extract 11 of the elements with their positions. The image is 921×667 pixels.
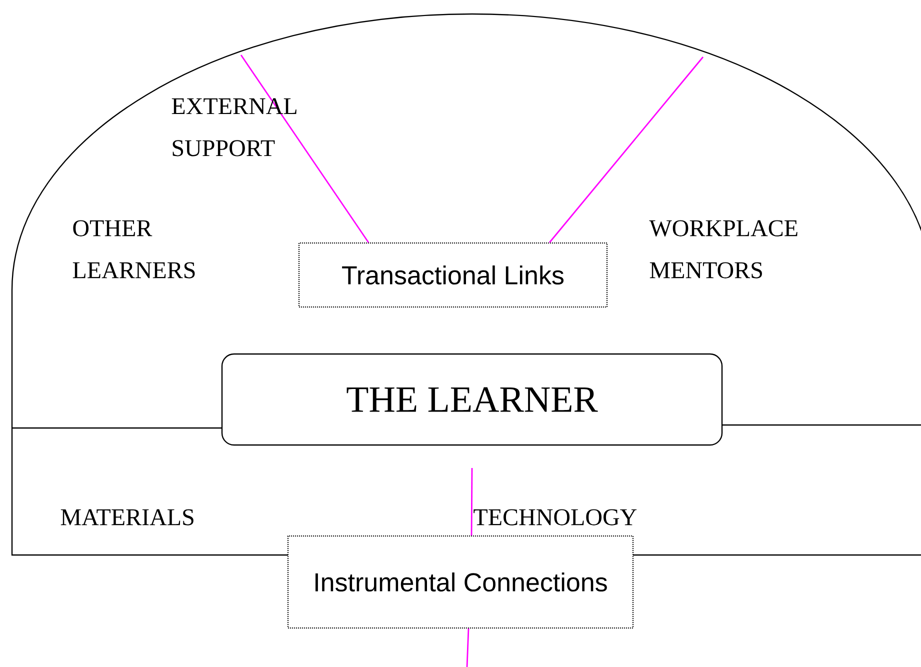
dotted-box: Instrumental Connections <box>288 536 634 628</box>
region-label: MATERIALS <box>60 509 194 526</box>
connector-line <box>548 56 704 243</box>
dotted-box: Transactional Links <box>298 242 608 308</box>
region-label: WORKPLACE MENTORS <box>649 220 798 278</box>
region-label: OTHER LEARNERS <box>72 220 195 278</box>
connector-line <box>470 468 473 536</box>
connector-line <box>466 628 470 667</box>
rounded-box: THE LEARNER <box>221 353 723 446</box>
connector-line <box>240 54 370 243</box>
region-label: TECHNOLOGY <box>474 509 637 526</box>
